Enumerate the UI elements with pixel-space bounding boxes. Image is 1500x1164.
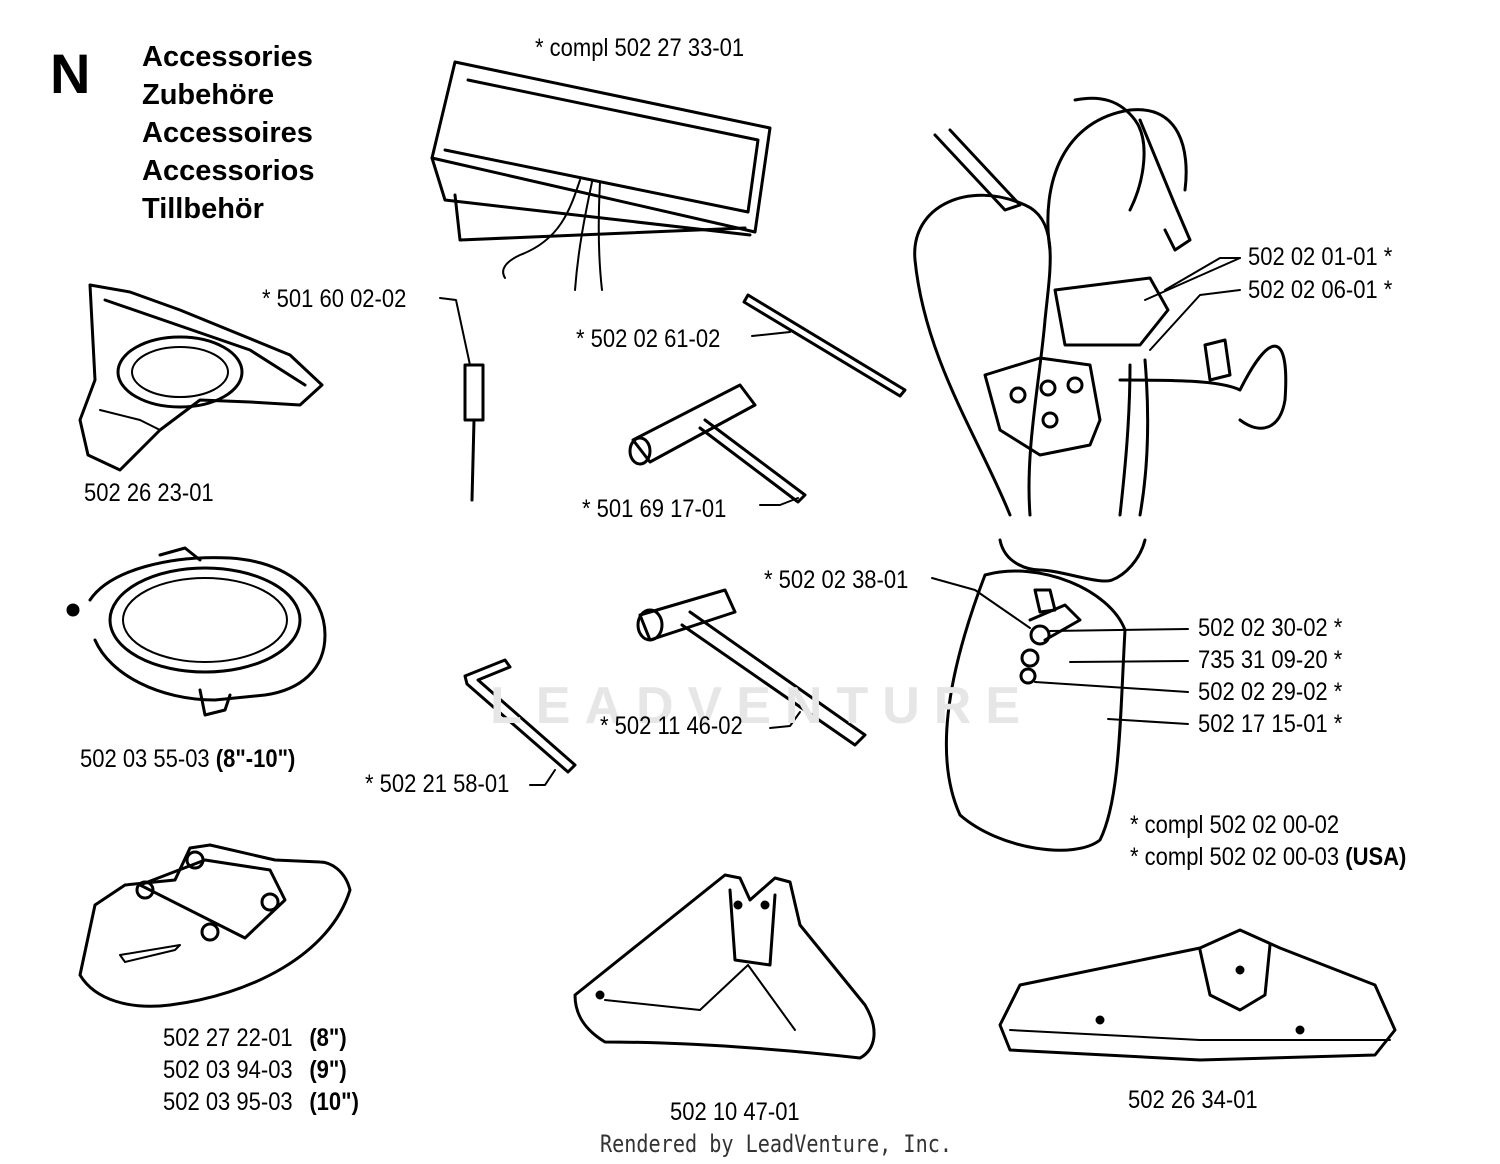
label-bolt: * 502 02 38-01 <box>764 566 909 594</box>
label-b735: 735 31 09-20 * <box>1198 646 1343 674</box>
pin-drawing <box>439 297 485 502</box>
title-en: Accessories <box>142 41 313 73</box>
harness-drawing <box>913 96 1288 852</box>
combi-wrench-drawing <box>636 588 867 747</box>
watermark: LEADVENTURE <box>490 677 1035 735</box>
section-letter: N <box>50 42 91 105</box>
harness-usa-number: * compl 502 02 00-03 <box>1130 843 1340 871</box>
label-rod: * 502 02 61-02 <box>576 325 721 353</box>
plate-guard-drawing <box>78 843 352 1008</box>
label-ring-guard: 502 03 55-03 (8"-10") <box>80 745 295 773</box>
label-guard-c: 502 03 95-03 (10") <box>163 1088 359 1116</box>
hex-key-drawing <box>463 658 577 786</box>
label-hook2: 502 02 06-01 * <box>1248 276 1393 304</box>
ring-guard-drawing <box>66 546 327 717</box>
label-t-wrench: * 501 69 17-01 <box>582 495 727 523</box>
guard-c-size: (10") <box>309 1088 359 1116</box>
ring-guard-number: 502 03 55-03 <box>80 745 210 773</box>
label-blade-guard: 502 10 47-01 <box>670 1098 800 1126</box>
section-titles: Accessories Zubehöre Accessoires Accesso… <box>142 38 315 228</box>
rod-drawing <box>742 293 907 398</box>
label-pin: * 501 60 02-02 <box>262 285 407 313</box>
label-harness-compl-usa: * compl 502 02 00-03 (USA) <box>1130 843 1406 871</box>
usa-note: (USA) <box>1345 843 1407 871</box>
title-fr: Accessoires <box>142 117 313 149</box>
tool-bag-drawing <box>430 60 772 291</box>
label-guard-b: 502 03 94-03 (9") <box>163 1056 347 1084</box>
footer-credit: Rendered by LeadVenture, Inc. <box>600 1130 952 1158</box>
label-bag: * compl 502 27 33-01 <box>535 34 745 62</box>
label-harness-compl: * compl 502 02 00-02 <box>1130 811 1340 839</box>
label-b29: 502 02 29-02 * <box>1198 678 1343 706</box>
guard-a-number: 502 27 22-01 <box>163 1024 293 1052</box>
blade-guard-drawing <box>573 873 876 1060</box>
ring-guard-size: (8"-10") <box>215 745 296 773</box>
wide-guard-drawing <box>998 928 1397 1062</box>
triangle-guard-drawing <box>78 283 324 472</box>
label-b17: 502 17 15-01 * <box>1198 710 1343 738</box>
label-hook: 502 02 01-01 * <box>1248 243 1393 271</box>
guard-a-size: (8") <box>309 1024 347 1052</box>
label-combi-wrench: * 502 11 46-02 <box>600 712 743 740</box>
title-es: Accessorios <box>142 155 315 187</box>
guard-c-number: 502 03 95-03 <box>163 1088 293 1116</box>
guard-b-number: 502 03 94-03 <box>163 1056 293 1084</box>
label-b30: 502 02 30-02 * <box>1198 614 1343 642</box>
label-hex-key: * 502 21 58-01 <box>365 770 510 798</box>
guard-b-size: (9") <box>309 1056 347 1084</box>
t-wrench-drawing <box>628 383 807 506</box>
label-wide-guard: 502 26 34-01 <box>1128 1086 1258 1114</box>
title-sv: Tillbehör <box>142 193 264 225</box>
label-guard-a: 502 27 22-01 (8") <box>163 1024 347 1052</box>
label-triangle-guard: 502 26 23-01 <box>84 479 214 507</box>
title-de: Zubehöre <box>142 79 275 111</box>
